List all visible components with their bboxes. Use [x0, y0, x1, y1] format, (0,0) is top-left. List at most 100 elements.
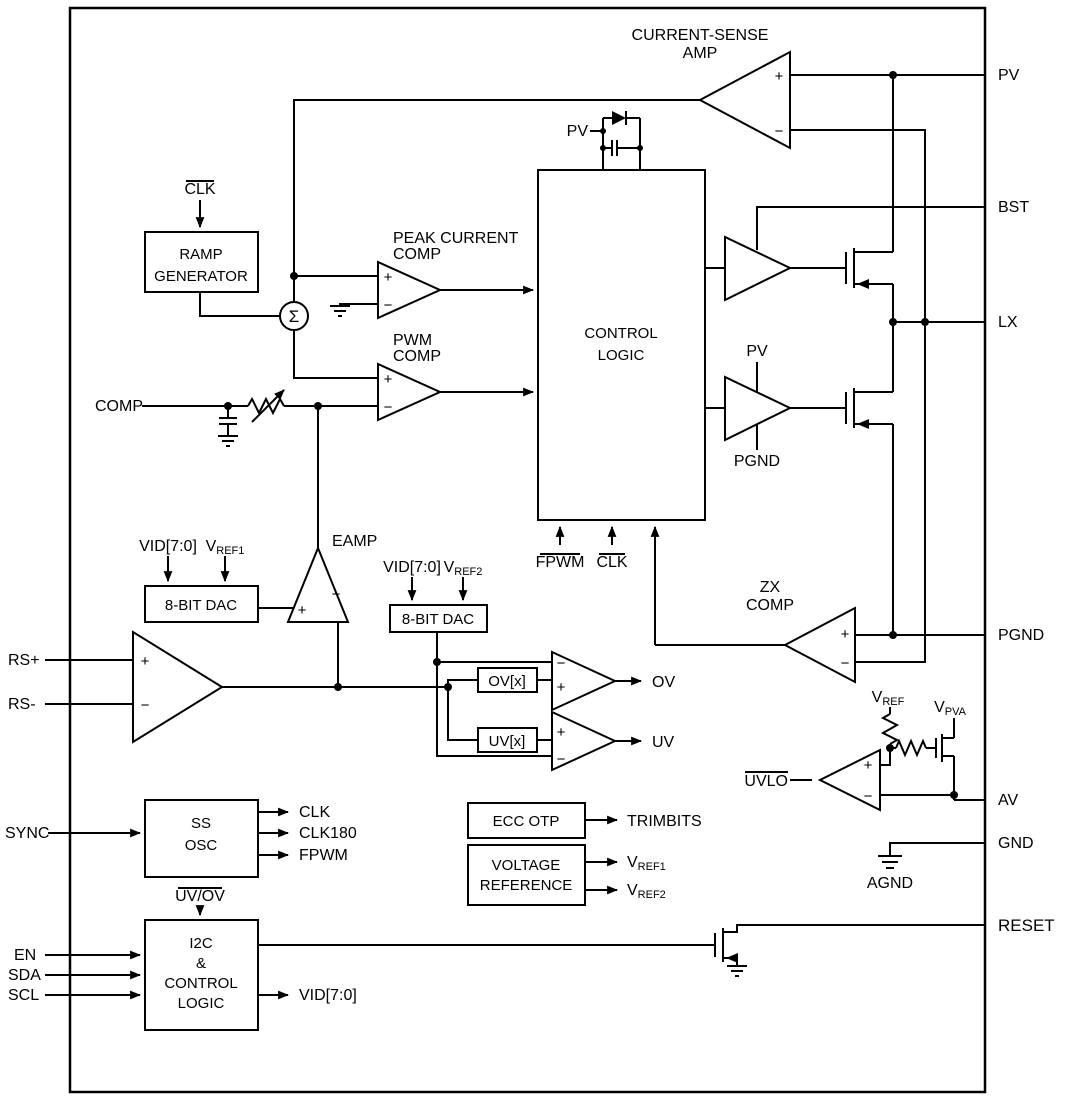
- pin-en: EN: [14, 947, 36, 964]
- ov-minus-mark: −: [557, 655, 566, 672]
- cs-plus-mark: +: [775, 68, 784, 85]
- uvlo-minus-mark: −: [864, 788, 873, 805]
- pin-gnd: GND: [998, 835, 1034, 852]
- uvov-label: UV/OV: [175, 888, 225, 905]
- i2c-label-2: &: [196, 955, 206, 972]
- vref1-out-label: VREF1: [627, 854, 666, 873]
- pin-sda: SDA: [8, 967, 41, 984]
- dac2-label: 8-BIT DAC: [402, 611, 474, 628]
- ground-icon-comp: [218, 435, 238, 447]
- vref-block-label-1: VOLTAGE: [492, 857, 561, 874]
- vref1-dac1-label: VREF1: [206, 538, 245, 557]
- ovx-label: OV[x]: [488, 673, 526, 690]
- ss-label-1: SS: [191, 815, 211, 832]
- ecc-label: ECC OTP: [493, 813, 560, 830]
- ss-label-2: OSC: [185, 837, 218, 854]
- zx-comp: [782, 606, 856, 684]
- resistor-icon-comp: [247, 396, 285, 416]
- pin-sync: SYNC: [5, 825, 49, 842]
- diode-icon: [612, 111, 627, 125]
- uvlo-label: UVLO: [744, 773, 788, 790]
- dac1-label: 8-BIT DAC: [165, 597, 237, 614]
- net-reset-pin: [723, 924, 985, 933]
- net-halfbridge-bus: [854, 75, 894, 635]
- net-boot-diode: [590, 117, 641, 170]
- rs-sense-amp: [132, 630, 224, 744]
- wires: [45, 74, 985, 1000]
- i2c-label-3: CONTROL: [164, 975, 237, 992]
- net-gnd-pin: [889, 842, 985, 856]
- ov-comp: [551, 650, 618, 712]
- uv-plus-mark: +: [557, 724, 566, 741]
- clk-ramp-label: CLK: [184, 181, 215, 198]
- peak-comp-label-2: COMP: [393, 246, 441, 263]
- ecc-otp-block: [467, 802, 586, 839]
- pin-scl: SCL: [8, 987, 39, 1004]
- net-sum-to-pwm: [293, 330, 378, 379]
- rs-plus-mark: +: [141, 653, 150, 670]
- cs-amp-label-1: CURRENT-SENSE: [632, 27, 769, 44]
- net-bst: [756, 206, 985, 250]
- vref-block-label-2: REFERENCE: [480, 877, 573, 894]
- dac2-block: [389, 604, 488, 633]
- vpva-label: VPVA: [934, 699, 967, 718]
- vid-dac2-label: VID[7:0]: [383, 559, 441, 576]
- uvx-block: [477, 727, 538, 753]
- highside-driver: [724, 235, 793, 302]
- net-comp: [142, 405, 378, 548]
- ground-icon-peak: [330, 305, 350, 317]
- control-label-2: LOGIC: [598, 347, 645, 364]
- ov-label: OV: [652, 674, 675, 691]
- zx-minus-mark: −: [841, 655, 850, 672]
- vref-divider-label: VREF: [872, 689, 905, 708]
- peak-plus-mark: +: [384, 269, 393, 286]
- chip-boundary: [68, 6, 987, 1094]
- vid-dac1-label: VID[7:0]: [139, 538, 197, 555]
- uv-minus-mark: −: [557, 751, 566, 768]
- control-label-1: CONTROL: [584, 325, 657, 342]
- net-scaler-outputs: [537, 679, 552, 741]
- ramp-label-1: RAMP: [179, 246, 222, 263]
- peak-current-comp: [377, 260, 443, 320]
- pin-rs-plus: RS+: [8, 652, 40, 669]
- pin-bst: BST: [998, 199, 1029, 216]
- i2c-label-1: I2C: [189, 935, 213, 952]
- ramp-label-2: GENERATOR: [154, 268, 248, 285]
- uv-label: UV: [652, 734, 675, 751]
- cs-amp-label-2: AMP: [683, 45, 718, 62]
- pwm-plus-mark: +: [384, 371, 393, 388]
- pwm-comp: [377, 362, 443, 422]
- uv-comp: [551, 710, 618, 772]
- net-ramp-to-sum: [199, 292, 280, 317]
- net-cs-output: [293, 99, 700, 302]
- pin-av: AV: [998, 792, 1018, 809]
- pwm-comp-label-1: PWM: [393, 332, 432, 349]
- zx-comp-label-2: COMP: [746, 597, 794, 614]
- junction-dots: [224, 71, 958, 799]
- eamp-minus-mark: −: [332, 586, 341, 603]
- pwm-comp-label-2: COMP: [393, 348, 441, 365]
- zx-comp-label-1: ZX: [760, 579, 781, 596]
- i2c-label-4: LOGIC: [178, 995, 225, 1012]
- pin-pgnd: PGND: [998, 627, 1044, 644]
- pv-internal-label: PV: [567, 123, 589, 140]
- ov-plus-mark: +: [557, 679, 566, 696]
- peak-comp-label-1: PEAK CURRENT: [393, 230, 519, 247]
- pin-comp: COMP: [95, 398, 143, 415]
- vref2-out-label: VREF2: [627, 882, 666, 901]
- pwm-minus-mark: −: [384, 399, 393, 416]
- pin-lx: LX: [998, 314, 1018, 331]
- rs-minus-mark: −: [141, 697, 150, 714]
- net-cs-minus-lx: [790, 129, 926, 663]
- pin-pv: PV: [998, 67, 1020, 84]
- ovx-block: [477, 667, 538, 693]
- pin-reset: RESET: [998, 916, 1055, 935]
- clk-out-label: CLK: [299, 804, 330, 821]
- net-ov-uv-feed: [447, 679, 478, 741]
- lowside-driver: [724, 375, 793, 442]
- uvlo-plus-mark: +: [864, 757, 873, 774]
- mosfet-icon-reset: [714, 928, 738, 963]
- pv-driver-label: PV: [746, 343, 768, 360]
- sigma-label: Σ: [289, 307, 300, 326]
